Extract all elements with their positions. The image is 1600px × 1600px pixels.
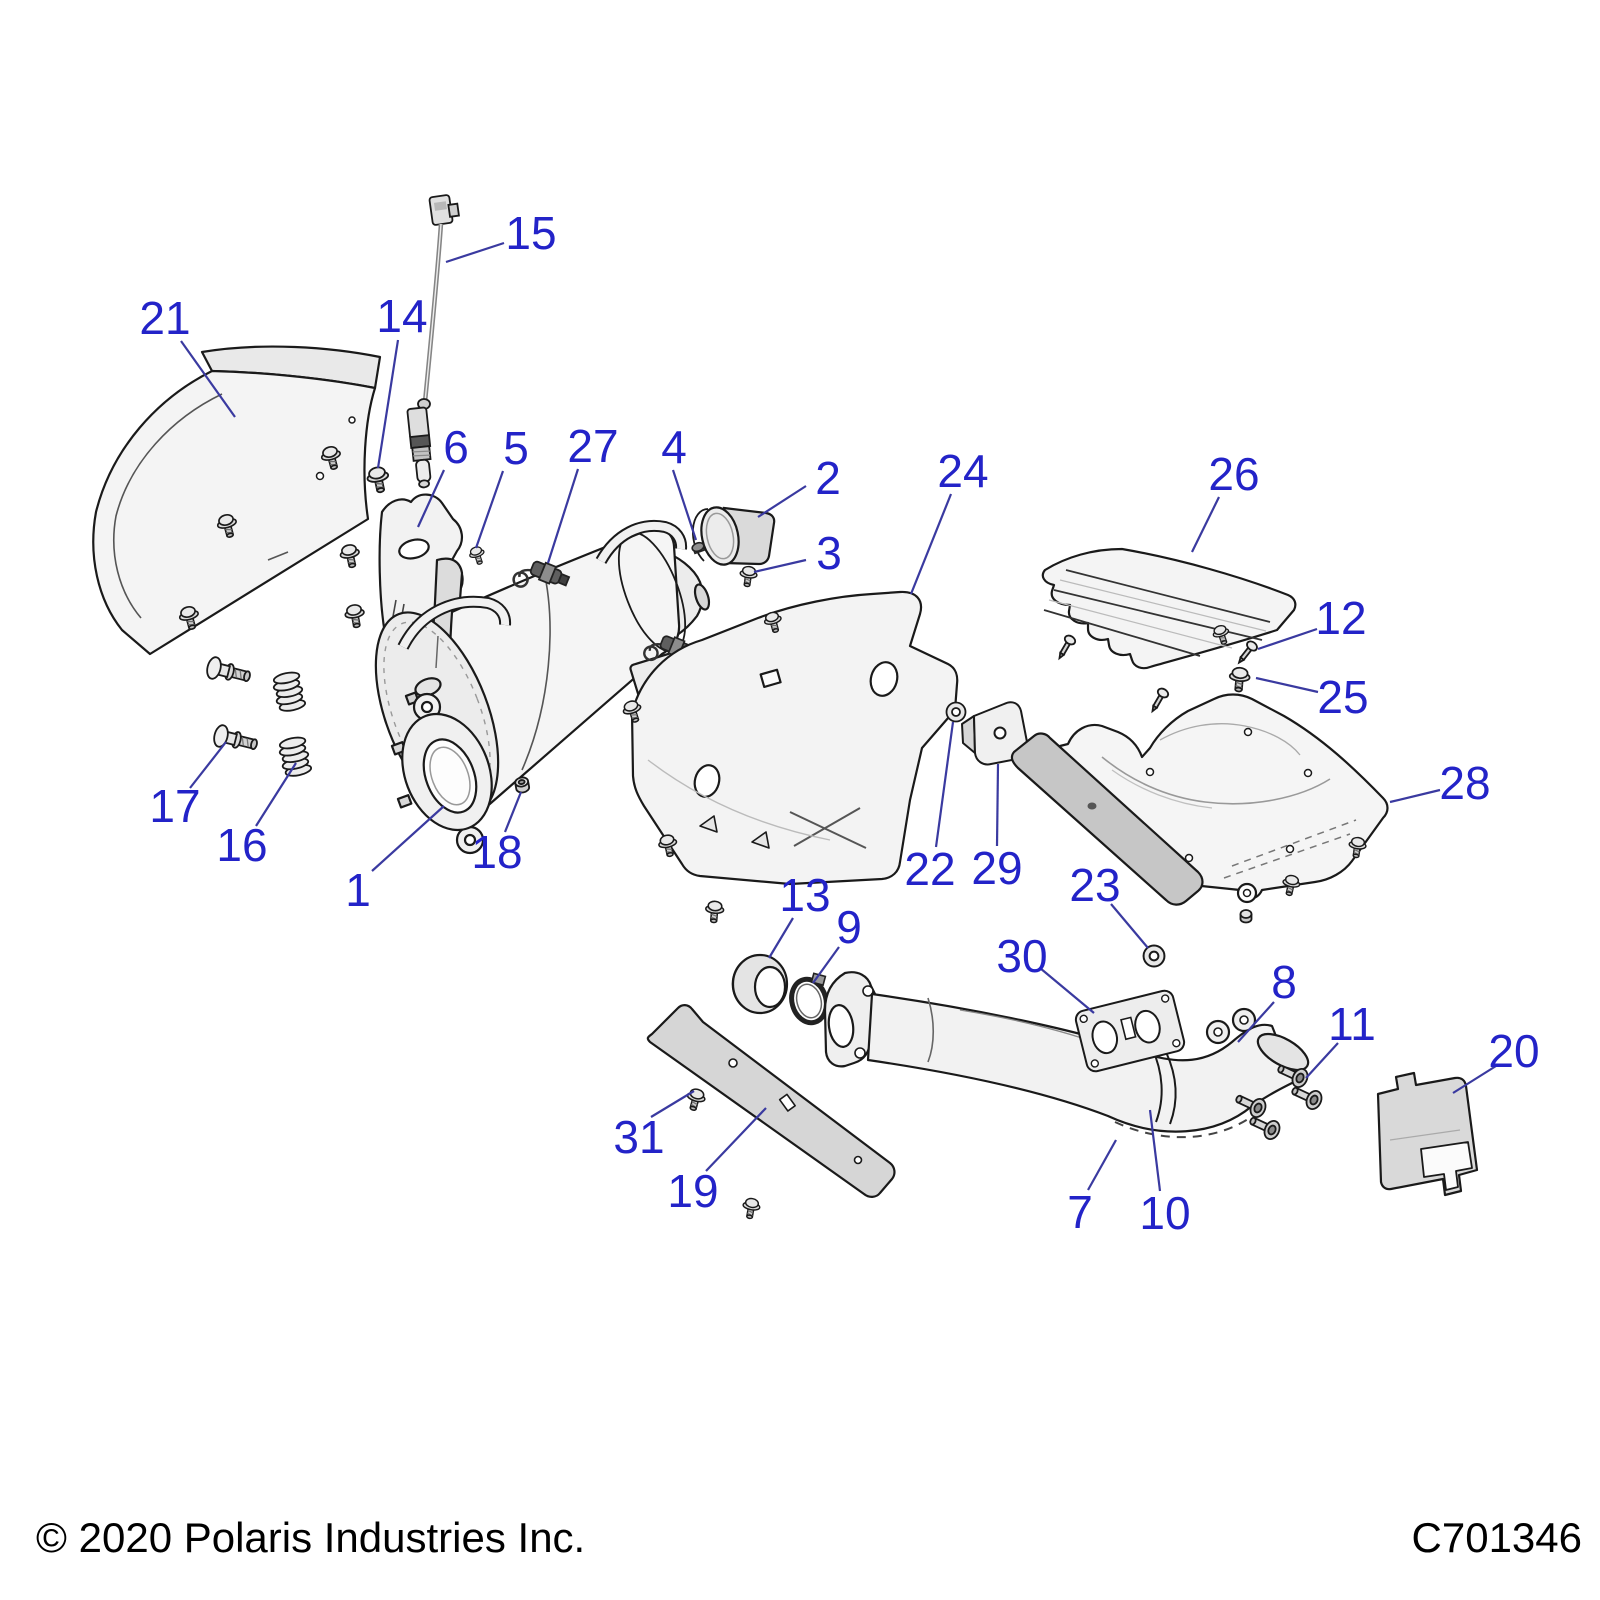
washer-22 [945, 701, 967, 723]
spring-16 [276, 734, 313, 779]
callout-leader-29 [995, 763, 1000, 847]
callout-18: 18 [471, 826, 522, 878]
copyright-text: © 2020 Polaris Industries Inc. [36, 1514, 585, 1561]
callout-leader-24 [909, 493, 953, 595]
callout-leader-12 [1257, 627, 1318, 651]
callout-24: 24 [937, 445, 988, 497]
callout-8: 8 [1271, 956, 1297, 1008]
callout-leader-22 [934, 721, 955, 848]
callout-2: 2 [815, 452, 841, 504]
cap-nut [1239, 909, 1253, 924]
callout-29: 29 [971, 842, 1022, 894]
callout-4: 4 [661, 421, 687, 473]
shield-screw [703, 899, 726, 925]
callout-leader-11 [1305, 1042, 1339, 1079]
callout-leader-21 [180, 340, 236, 418]
callout-leader-4 [671, 469, 698, 541]
spring-16 [270, 669, 307, 714]
skid-plate [1010, 693, 1389, 906]
callout-leader-20 [1452, 1065, 1497, 1094]
callout-26: 26 [1208, 448, 1259, 500]
callout-22: 22 [904, 843, 955, 895]
callout-leader-17 [189, 741, 227, 789]
heat-shield-flap [1376, 1071, 1479, 1197]
callout-leader-23 [1110, 903, 1149, 949]
mount-screw [337, 542, 363, 570]
manifold-gasket [1074, 989, 1186, 1073]
rear-panel [92, 345, 382, 656]
mount-screw-14 [364, 464, 393, 496]
callout-3: 3 [816, 527, 842, 579]
callout-20: 20 [1488, 1025, 1539, 1077]
callout-15: 15 [505, 207, 556, 259]
callout-leader-18 [503, 791, 523, 833]
callout-leader-8 [1237, 1001, 1275, 1043]
spark-arrestor-cap [692, 506, 776, 566]
callout-leader-25 [1255, 676, 1319, 694]
callout-leader-19 [705, 1107, 767, 1172]
callout-27: 27 [567, 420, 618, 472]
callout-25: 25 [1317, 671, 1368, 723]
diagram-code: C701346 [1412, 1514, 1582, 1561]
callout-23: 23 [1069, 859, 1120, 911]
bar-screw [740, 1196, 762, 1221]
callout-19: 19 [667, 1165, 718, 1217]
callout-21: 21 [139, 292, 190, 344]
cap-clip-4 [691, 541, 706, 555]
shield-screw [1146, 685, 1171, 715]
shield-screw [1053, 632, 1078, 662]
callout-leader-31 [650, 1090, 695, 1118]
bolt-25 [1227, 666, 1252, 694]
oxygen-sensor [406, 194, 460, 489]
callout-30: 30 [996, 930, 1047, 982]
callout-14: 14 [376, 290, 427, 342]
callout-10: 10 [1139, 1187, 1190, 1239]
shoulder-bolt-17 [204, 654, 254, 689]
callout-7: 7 [1067, 1186, 1093, 1238]
washer-23 [1142, 944, 1166, 968]
callout-leader-10 [1148, 1109, 1162, 1192]
callout-leader-26 [1191, 496, 1220, 553]
callout-leader-27 [546, 468, 580, 564]
callout-leader-1 [371, 805, 445, 872]
callout-13: 13 [779, 869, 830, 921]
callout-leader-3 [753, 558, 807, 574]
callout-11: 11 [1328, 998, 1376, 1050]
callout-leader-30 [1039, 967, 1095, 1014]
callout-16: 16 [216, 819, 267, 871]
callout-31: 31 [613, 1111, 664, 1163]
screw-12 [1233, 638, 1260, 667]
shield-screw-5 [467, 544, 488, 567]
callout-6: 6 [443, 421, 469, 473]
callout-17: 17 [149, 780, 200, 832]
mount-screw [343, 602, 368, 630]
callout-leader-6 [416, 469, 446, 528]
callout-leader-2 [757, 485, 807, 518]
muffler-outlet-flange [401, 692, 493, 855]
callout-12: 12 [1315, 592, 1366, 644]
callout-leader-13 [768, 917, 794, 959]
head-pipe [823, 971, 1310, 1139]
callout-leader-16 [255, 762, 297, 827]
callout-leader-15 [445, 241, 505, 264]
callout-leader-7 [1087, 1139, 1117, 1191]
callout-leader-9 [812, 946, 840, 984]
exhaust-clamp [789, 972, 829, 1026]
callout-leader-28 [1389, 788, 1441, 804]
cap-screw-3 [737, 564, 759, 589]
callout-9: 9 [836, 901, 862, 953]
exhaust-seal-ring [731, 953, 789, 1015]
callout-leader-5 [474, 470, 505, 549]
heat-shield-bar [646, 1004, 896, 1198]
bar-screw-31 [683, 1086, 708, 1114]
callout-5: 5 [503, 422, 529, 474]
callout-28: 28 [1439, 757, 1490, 809]
flange-nut-18 [513, 775, 531, 795]
heat-shield-mid [630, 590, 959, 886]
callout-leader-14 [376, 339, 400, 469]
callout-1: 1 [345, 864, 371, 916]
heat-shield-corrugated [1041, 547, 1297, 670]
